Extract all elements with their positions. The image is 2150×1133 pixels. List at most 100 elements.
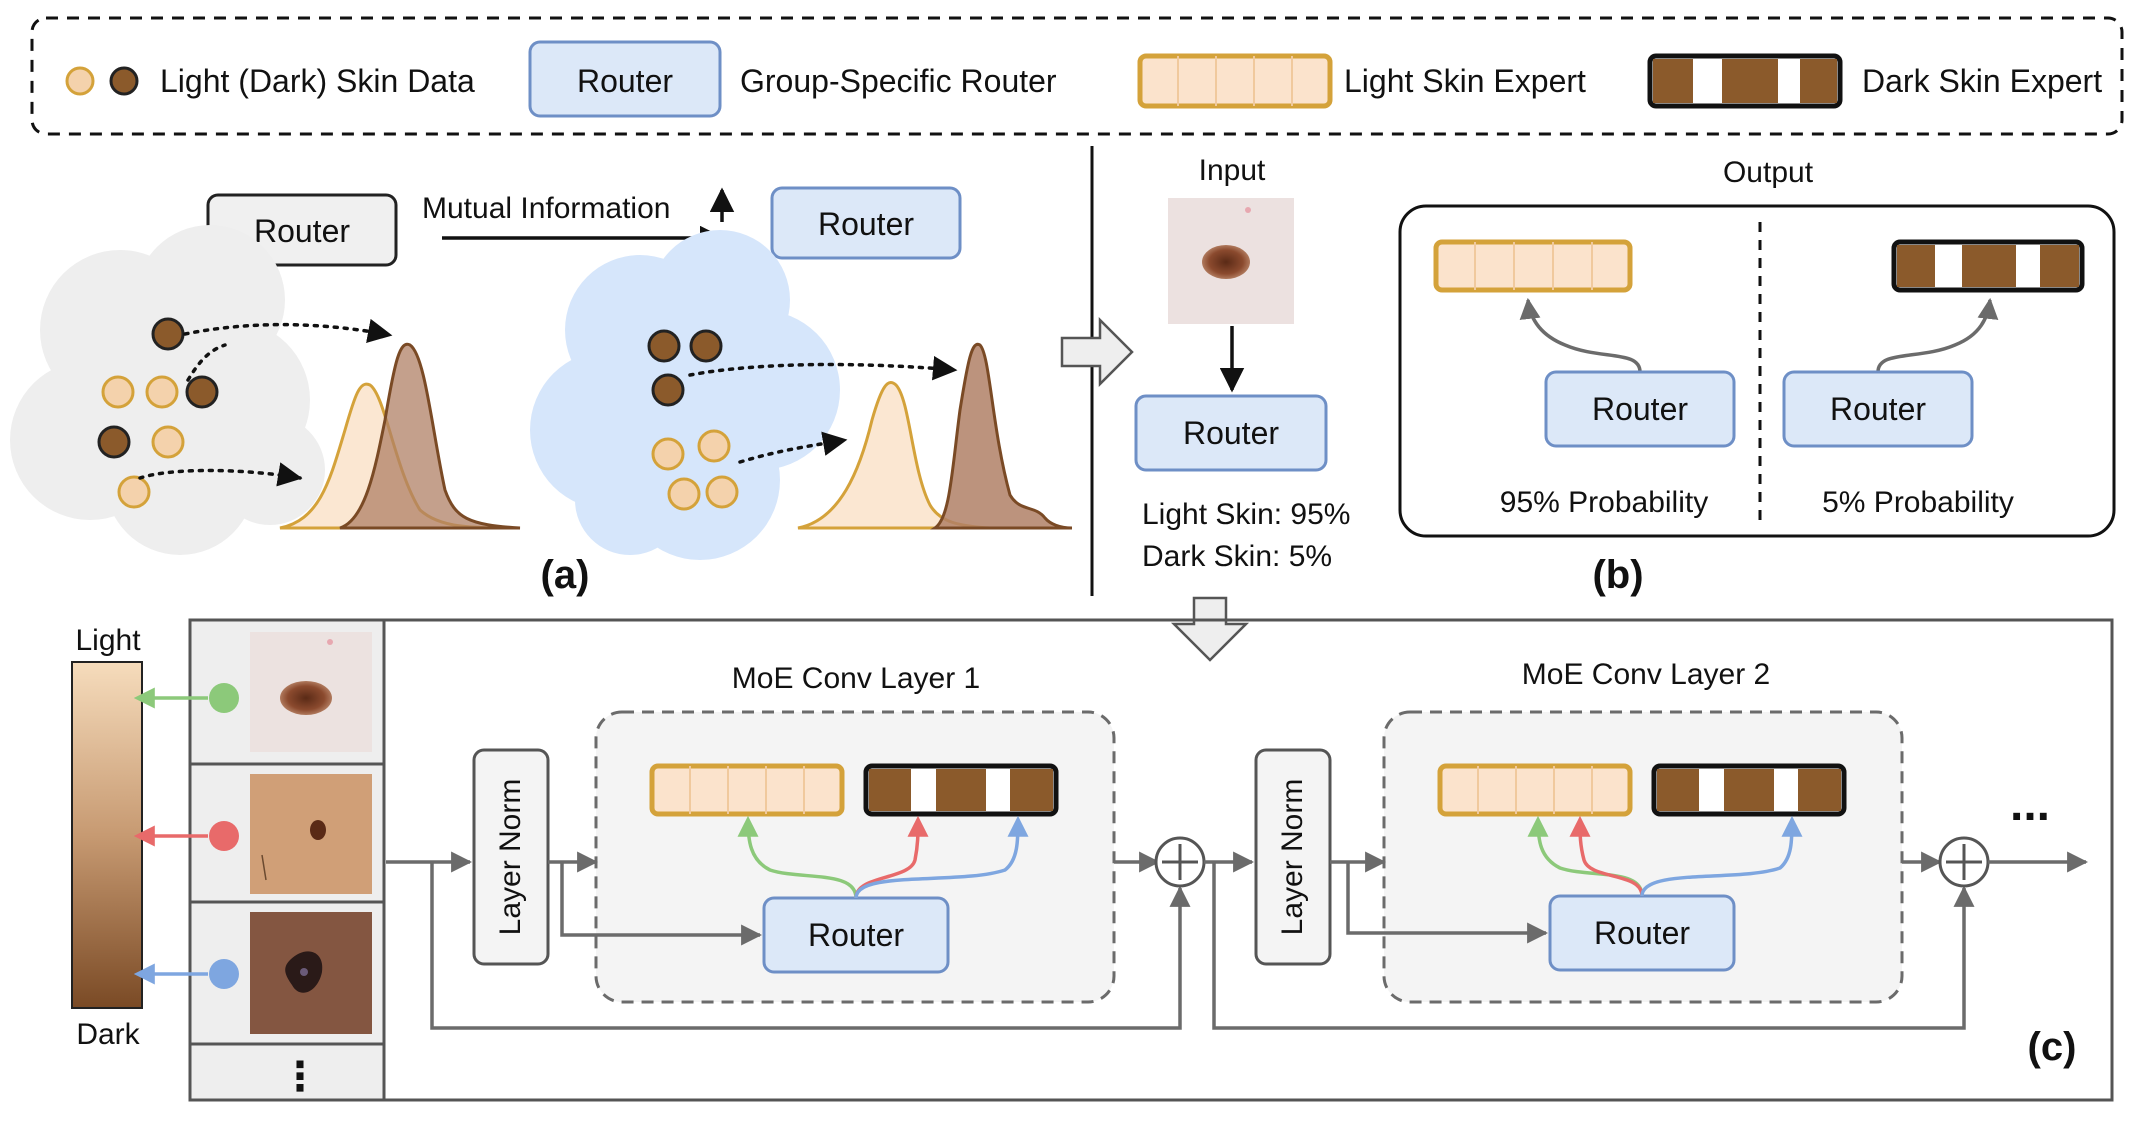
layer2-light-expert-icon: [1437, 763, 1633, 817]
panel-c-tag: (c): [2028, 1025, 2077, 1069]
router-to-light-arrow: [1519, 297, 1642, 373]
dark-dot: [185, 375, 219, 409]
router-dark-label: Router: [1830, 391, 1926, 427]
legend-router-label: Router: [577, 63, 673, 99]
layer-norm-2-label: Layer Norm: [1276, 779, 1309, 936]
blue-cloud: [530, 230, 840, 560]
output-frame: [1398, 204, 2116, 538]
legend: Light (Dark) Skin Data Router Group-Spec…: [30, 16, 2124, 136]
panel-a-tag: (a): [541, 553, 590, 597]
router-to-dark-arrow: [1876, 297, 1999, 373]
layer1-light-expert-icon: [649, 763, 845, 817]
green-dot: [209, 683, 239, 713]
router-dark-box: [1782, 370, 1974, 448]
residual-2-arrow: [1212, 862, 1975, 1030]
mutual-information-label: Mutual Information: [422, 192, 670, 225]
dark-skin-prob: Dark Skin: 5%: [1142, 540, 1332, 573]
router2-blue-route: [1640, 815, 1803, 897]
more-layers-ellipsis: ...: [2010, 778, 2050, 831]
more-images-ellipsis: ⋮: [280, 1055, 320, 1099]
legend-router-box: [528, 40, 722, 118]
add-2-icon: [1938, 836, 1990, 888]
panel-b: Input Router Light Skin: 95% Dark Skin: …: [1134, 154, 2116, 597]
layer1-title: MoE Conv Layer 1: [732, 662, 980, 695]
light-dot: [151, 425, 185, 459]
dark-dot: [689, 329, 723, 363]
hollow-arrow-right-icon: [1060, 316, 1134, 388]
light-skin-prob: Light Skin: 95%: [1142, 498, 1350, 531]
light-dot: [117, 475, 151, 509]
legend-router-desc: Group-Specific Router: [740, 63, 1057, 99]
light-dot: [705, 475, 739, 509]
layer-norm-2-box: [1254, 748, 1332, 966]
router-b-box: [1134, 394, 1328, 472]
input-label: Input: [1199, 154, 1266, 187]
legend-light-expert-label: Light Skin Expert: [1344, 63, 1586, 99]
skin-image-dark: [250, 912, 372, 1034]
dotted-connector: [186, 343, 227, 382]
light-dot: [651, 437, 685, 471]
legend-frame: [30, 16, 2124, 136]
input-skin-image: [1168, 198, 1294, 324]
light-dot: [697, 429, 731, 463]
dotted-arrow-light-2: [738, 431, 848, 464]
skin-tone-scale: [71, 661, 143, 1009]
pipeline-frame: [382, 618, 2114, 1102]
dotted-arrow-dark-2: [688, 355, 958, 381]
layer-norm-1-box: [472, 748, 550, 966]
skin-image-light: [250, 632, 372, 752]
router-light-box: [1544, 370, 1736, 448]
router-b-label: Router: [1183, 415, 1279, 451]
output-dark-expert-icon: [1891, 239, 2085, 293]
light-dot: [145, 375, 179, 409]
dark-dot: [647, 329, 681, 363]
scale-top-label: Light: [75, 624, 141, 657]
legend-dark-expert-icon: [1647, 53, 1843, 109]
light-output-prob: 95% Probability: [1500, 486, 1708, 519]
dark-skin-dot-icon: [109, 66, 139, 96]
light-skin-dot-icon: [65, 66, 95, 96]
dotted-arrow-dark: [183, 318, 393, 343]
layer-norm-1-label: Layer Norm: [494, 779, 527, 936]
scale-bottom-label: Dark: [76, 1018, 140, 1051]
router2-red-route: [1569, 815, 1644, 897]
router-generic-label: Router: [254, 213, 350, 249]
ln2-to-router2-arrow: [1346, 862, 1549, 944]
dark-dot: [97, 425, 131, 459]
ln1-to-router1-arrow: [560, 862, 763, 946]
router1-blue-route: [854, 815, 1029, 899]
dark-dot: [151, 317, 185, 351]
layer2-title: MoE Conv Layer 2: [1522, 658, 1770, 691]
router-c1-label: Router: [808, 917, 904, 953]
layer1-dark-expert-icon: [863, 763, 1059, 817]
legend-skin-data-label: Light (Dark) Skin Data: [160, 63, 475, 99]
router-light-label: Router: [1592, 391, 1688, 427]
red-dot: [209, 821, 239, 851]
blue-dot: [209, 959, 239, 989]
separated-distributions: [797, 342, 1073, 530]
output-label: Output: [1723, 156, 1814, 189]
legend-dark-expert-label: Dark Skin Expert: [1862, 63, 2102, 99]
layer2-dark-expert-icon: [1651, 763, 1847, 817]
router1-green-route: [737, 815, 858, 899]
residual-1-arrow: [430, 862, 1191, 1030]
light-dot: [101, 375, 135, 409]
panel-a: Router Mutual Information Router: [10, 186, 1073, 597]
output-light-expert-icon: [1433, 239, 1633, 293]
dark-dot: [651, 373, 685, 407]
router-group-box: [770, 186, 962, 260]
panel-b-tag: (b): [1592, 553, 1643, 597]
hollow-arrow-down-icon: [1170, 596, 1250, 662]
dark-output-prob: 5% Probability: [1822, 486, 2014, 519]
dotted-arrow-light: [138, 462, 303, 487]
add-1-icon: [1154, 836, 1206, 888]
skin-image-medium: [250, 774, 372, 894]
router-group-label: Router: [818, 206, 914, 242]
router-c2-label: Router: [1594, 915, 1690, 951]
legend-light-expert-icon: [1137, 53, 1333, 109]
panel-c: Light Dark ⋮: [71, 618, 2114, 1102]
overlapping-distributions: [279, 342, 521, 530]
light-dot: [667, 477, 701, 511]
